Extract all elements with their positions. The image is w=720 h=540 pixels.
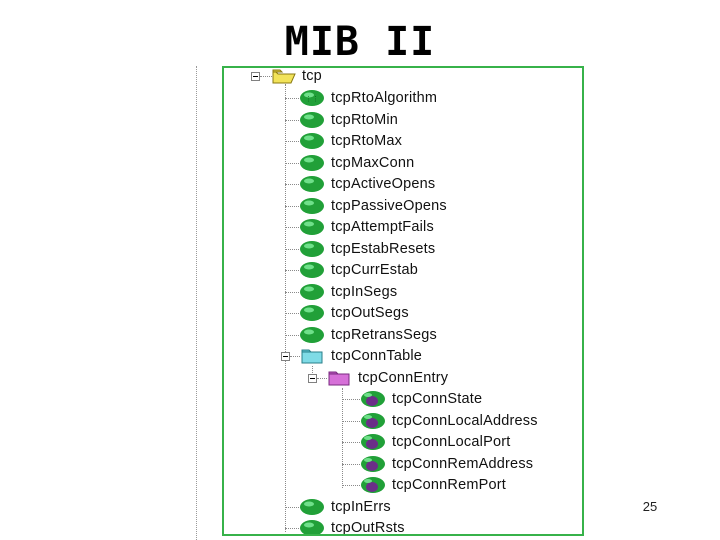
- collapse-toggle-tcp[interactable]: [251, 72, 260, 81]
- tree-node-label: tcpConnRemPort: [392, 477, 507, 493]
- folder-open-icon: [272, 69, 296, 83]
- tree-connector: [342, 442, 360, 443]
- tree-node-tcprtomin[interactable]: tcpRtoMin: [299, 109, 398, 131]
- leaf-object-icon: [300, 327, 324, 343]
- entry-folder-icon: [328, 371, 350, 385]
- leaf-object-icon: [300, 219, 324, 235]
- tree-connector: [285, 528, 299, 529]
- tree-connector: [342, 388, 343, 488]
- tree-node-tcprtomax[interactable]: tcpRtoMax: [299, 130, 402, 152]
- tree-connector: [285, 313, 299, 314]
- column-object-icon: [361, 477, 385, 493]
- leaf-object-icon: ⋮⋮: [300, 90, 324, 106]
- tree-node-label: tcpConnEntry: [358, 370, 449, 386]
- tree-node-label: tcpPassiveOpens: [331, 198, 447, 214]
- page-number: 25: [642, 499, 658, 514]
- leaf-object-icon: [300, 112, 324, 128]
- tree-connector: [285, 270, 299, 271]
- tree-node-label: tcpRtoMax: [331, 133, 403, 149]
- tree-node-tcpinsegs[interactable]: tcpInSegs: [299, 281, 397, 303]
- tree-node-tcpconnstate[interactable]: tcpConnState: [360, 388, 482, 410]
- tree-connector: [285, 120, 299, 121]
- tree-node-label: tcpMaxConn: [331, 155, 415, 171]
- tree-connector: [342, 485, 360, 486]
- tree-connector: [285, 141, 299, 142]
- collapse-toggle-tcpconnentry[interactable]: [308, 374, 317, 383]
- column-object-icon: [361, 456, 385, 472]
- tree-node-label: tcpConnRemAddress: [392, 456, 534, 472]
- tree-node-tcpconnremport[interactable]: tcpConnRemPort: [360, 474, 506, 496]
- tree-node-label: tcpActiveOpens: [331, 176, 436, 192]
- column-object-icon: [361, 434, 385, 450]
- tree-connector: [285, 206, 299, 207]
- tree-node-label: tcpRetransSegs: [331, 327, 437, 343]
- tree-node-label: tcpInSegs: [331, 284, 398, 300]
- tree-connector: [285, 249, 299, 250]
- tree-connector: [285, 292, 299, 293]
- guide-line: [196, 66, 197, 540]
- tree-node-tcpoutrsts[interactable]: tcpOutRsts: [299, 517, 405, 536]
- tree-node-tcpconntable[interactable]: tcpConnTable: [301, 345, 422, 367]
- slide-title: MIB II: [284, 19, 436, 65]
- tree-connector: [342, 464, 360, 465]
- tree-connector: [312, 366, 313, 381]
- tree-node-label: tcpEstabResets: [331, 241, 436, 257]
- tree-node-tcpretranssegs[interactable]: tcpRetransSegs: [299, 324, 437, 346]
- tree-connector: [285, 184, 299, 185]
- tree-connector: [285, 227, 299, 228]
- tree-connector: [285, 163, 299, 164]
- tree-connector: [285, 84, 286, 532]
- tree-node-label: tcpConnTable: [331, 348, 423, 364]
- tree-node-tcpinerrs[interactable]: tcpInErrs: [299, 496, 391, 518]
- svg-text:⋮⋮: ⋮⋮: [305, 95, 319, 103]
- tree-node-label: tcpRtoAlgorithm: [331, 90, 438, 106]
- leaf-object-icon: [300, 241, 324, 257]
- table-folder-icon: [301, 349, 323, 363]
- tree-node-label: tcpRtoMin: [331, 112, 399, 128]
- tree-connector: [285, 507, 299, 508]
- tree-node-label: tcpCurrEstab: [331, 262, 419, 278]
- tree-node-label: tcpOutRsts: [331, 520, 405, 536]
- tree-connector: [342, 399, 360, 400]
- tree-node-label: tcpConnLocalAddress: [392, 413, 538, 429]
- tree-node-tcpconnlocaladdress[interactable]: tcpConnLocalAddress: [360, 410, 538, 432]
- tree-node-label: tcpConnLocalPort: [392, 434, 511, 450]
- tree-node-label: tcpAttemptFails: [331, 219, 434, 235]
- tree-node-label: tcpConnState: [392, 391, 483, 407]
- tree-node-tcpcurrestab[interactable]: tcpCurrEstab: [299, 259, 418, 281]
- tree-node-tcprtoalgorithm[interactable]: ⋮⋮ tcpRtoAlgorithm: [299, 87, 437, 109]
- leaf-object-icon: [300, 155, 324, 171]
- tree-node-tcppassiveopens[interactable]: tcpPassiveOpens: [299, 195, 447, 217]
- tree-connector: [290, 356, 300, 357]
- tree-node-tcpoutsegs[interactable]: tcpOutSegs: [299, 302, 409, 324]
- tree-node-label: tcp: [302, 68, 322, 84]
- leaf-object-icon: [300, 520, 324, 534]
- tree-node-tcpconnlocalport[interactable]: tcpConnLocalPort: [360, 431, 510, 453]
- tree-node-tcpattemptfails[interactable]: tcpAttemptFails: [299, 216, 434, 238]
- tree-node-label: tcpOutSegs: [331, 305, 409, 321]
- column-object-icon: [361, 391, 385, 407]
- tree-connector: [260, 76, 272, 77]
- tree-node-tcpmaxconn[interactable]: tcpMaxConn: [299, 152, 414, 174]
- tree-connector: [317, 378, 327, 379]
- leaf-object-icon: [300, 198, 324, 214]
- leaf-object-icon: [300, 133, 324, 149]
- tree-connector: [342, 421, 360, 422]
- tree-connector: [285, 98, 299, 99]
- tree-node-tcp[interactable]: tcp: [272, 68, 322, 87]
- tree-node-tcpconnremaddress[interactable]: tcpConnRemAddress: [360, 453, 533, 475]
- leaf-object-icon: [300, 262, 324, 278]
- collapse-toggle-tcpconntable[interactable]: [281, 352, 290, 361]
- mib-tree-panel: tcp ⋮⋮ tcpRtoAlgorithm tcpRtoMin tcpRtoM…: [222, 66, 584, 536]
- leaf-object-icon: [300, 305, 324, 321]
- tree-node-tcpconnentry[interactable]: tcpConnEntry: [328, 367, 448, 389]
- tree-node-tcpactiveopens[interactable]: tcpActiveOpens: [299, 173, 435, 195]
- tree-connector: [285, 335, 299, 336]
- leaf-object-icon: [300, 176, 324, 192]
- leaf-object-icon: [300, 499, 324, 515]
- column-object-icon: [361, 413, 385, 429]
- tree-node-tcpestabresets[interactable]: tcpEstabResets: [299, 238, 435, 260]
- leaf-object-icon: [300, 284, 324, 300]
- tree-node-label: tcpInErrs: [331, 499, 391, 515]
